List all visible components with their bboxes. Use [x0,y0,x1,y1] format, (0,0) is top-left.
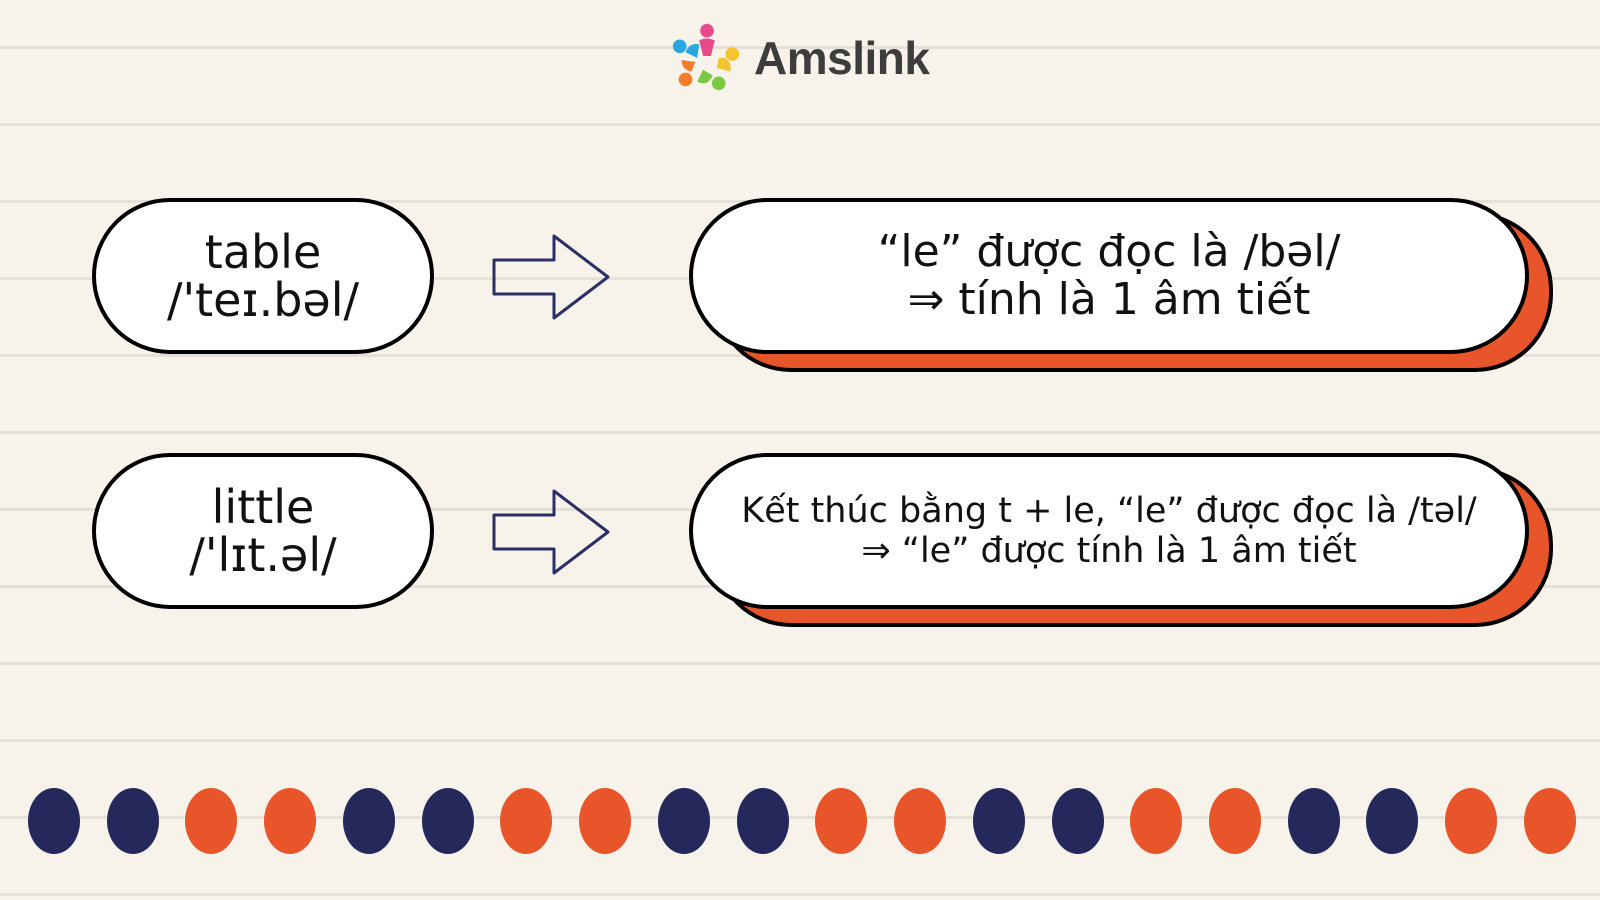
explanation-line-2: ⇒ tính là 1 âm tiết [907,274,1311,325]
explanation-line-2: ⇒ “le” được tính là 1 âm tiết [861,531,1357,571]
decorative-dot [264,788,317,854]
decorative-dot [1523,788,1576,854]
decorative-dot [894,788,947,854]
decorative-dot [657,788,710,854]
explanation-line-1: “le” được đọc là /bəl/ [877,226,1341,277]
right-arrow-icon [492,234,610,320]
decorative-dot [1445,788,1498,854]
word-card-little: little /'lɪt.əl/ [92,453,434,609]
decorative-dot [1287,788,1340,854]
decorative-dot [815,788,868,854]
right-arrow-icon [492,489,610,575]
decorative-dot [579,788,632,854]
explanation-card-little: Kết thúc bằng t + le, “le” được đọc là /… [689,453,1529,609]
decorative-dot [342,788,395,854]
decorative-dot [1051,788,1104,854]
decorative-dot [1130,788,1183,854]
decorative-dot [28,788,80,854]
decorative-dot [106,788,159,854]
decorative-dot [421,788,474,854]
decorative-dot [972,788,1025,854]
brand-logo: Amslink [668,18,930,98]
decorative-dot [185,788,238,854]
decorative-dot-row [28,788,1576,856]
explanation-card-table: “le” được đọc là /bəl/ ⇒ tính là 1 âm ti… [689,198,1529,354]
decorative-dot [1366,788,1419,854]
explanation-line-1: Kết thúc bằng t + le, “le” được đọc là /… [741,491,1477,531]
decorative-dot [736,788,789,854]
ipa-text: /'teɪ.bəl/ [167,273,359,327]
decorative-dot [1209,788,1262,854]
word-text: little [211,480,315,534]
decorative-dot [500,788,553,854]
word-text: table [204,225,322,279]
ipa-text: /'lɪt.əl/ [189,528,337,582]
brand-name: Amslink [754,32,930,84]
people-circle-icon [672,23,740,91]
word-card-table: table /'teɪ.bəl/ [92,198,434,354]
